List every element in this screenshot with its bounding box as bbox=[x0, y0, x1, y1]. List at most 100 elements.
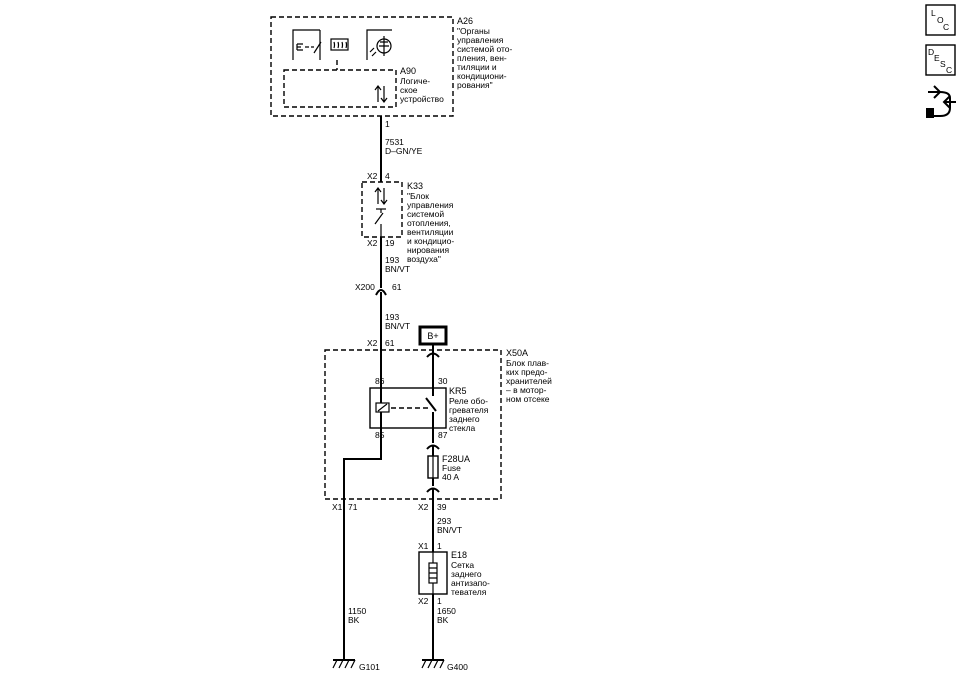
k33-ref: K33 bbox=[407, 181, 423, 191]
bplus-label: B+ bbox=[427, 331, 438, 341]
svg-text:системой: системой bbox=[407, 209, 444, 219]
svg-text:ких предо-: ких предо- bbox=[506, 367, 548, 377]
wire-193b-circuit: 193 bbox=[385, 312, 399, 322]
svg-text:и кондицио-: и кондицио- bbox=[407, 236, 454, 246]
svg-text:нирования: нирования bbox=[407, 245, 449, 255]
desc-icon[interactable]: D E S C bbox=[925, 44, 956, 76]
kr5-pin-30: 30 bbox=[438, 376, 448, 386]
svg-text:заднего: заднего bbox=[451, 569, 482, 579]
x50a-in-pin: 61 bbox=[385, 338, 395, 348]
svg-text:ское: ское bbox=[400, 85, 418, 95]
wire-193a-color: BN/VT bbox=[385, 264, 410, 274]
kr5-relay-body[interactable] bbox=[369, 387, 447, 429]
svg-text:пления, вен-: пления, вен- bbox=[457, 53, 507, 63]
data-link-arrows-icon bbox=[374, 85, 388, 103]
x200-conn: X200 bbox=[355, 282, 375, 292]
svg-text:гревателя: гревателя bbox=[449, 405, 489, 415]
svg-text:Сетка: Сетка bbox=[451, 560, 474, 570]
g101-ref: G101 bbox=[359, 662, 380, 672]
svg-text:тиляции и: тиляции и bbox=[457, 62, 497, 72]
x50a-module-outline bbox=[324, 349, 502, 500]
rear-defrost-icon bbox=[330, 38, 349, 51]
a26-module-outline bbox=[270, 16, 454, 117]
e18-ref: E18 bbox=[451, 550, 467, 560]
f28ua-type: Fuse bbox=[442, 463, 461, 473]
wire-293-circuit: 293 bbox=[437, 516, 451, 526]
wire-1150-circuit: 1150 bbox=[348, 606, 367, 616]
x50a-out2-pin: 39 bbox=[437, 502, 447, 512]
svg-text:ном отсеке: ном отсеке bbox=[506, 394, 550, 404]
a26-ref: A26 bbox=[457, 16, 473, 26]
svg-text:отопления,: отопления, bbox=[407, 218, 451, 228]
g400-ref: G400 bbox=[447, 662, 468, 672]
loc-letter-l: L bbox=[931, 8, 936, 18]
indicator-lamp-icon bbox=[366, 29, 392, 60]
wire-7531-color: D–GN/YE bbox=[385, 146, 423, 156]
svg-text:воздуха": воздуха" bbox=[407, 254, 441, 264]
a90-module-outline bbox=[283, 69, 397, 108]
e18-bot-pin: 1 bbox=[437, 596, 442, 606]
k33-top-conn: X2 bbox=[367, 171, 378, 181]
e18-top-pin: 1 bbox=[437, 541, 442, 551]
kr5-ref: KR5 bbox=[449, 386, 467, 396]
a90-ref: A90 bbox=[400, 66, 416, 76]
desc-letter-d: D bbox=[928, 47, 934, 57]
x200-pin: 61 bbox=[392, 282, 402, 292]
loc-letter-o: O bbox=[937, 15, 944, 25]
f28ua-rating: 40 A bbox=[442, 472, 459, 482]
svg-text:тевателя: тевателя bbox=[451, 587, 487, 597]
svg-text:кондициони-: кондициони- bbox=[457, 71, 507, 81]
svg-text:устройство: устройство bbox=[400, 94, 444, 104]
ground-g101-icon[interactable] bbox=[332, 659, 356, 669]
svg-text:Блок плав-: Блок плав- bbox=[506, 358, 549, 368]
a26-pin: 1 bbox=[385, 119, 390, 129]
x50a-ref: X50A bbox=[506, 348, 528, 358]
relay-contact-icon bbox=[425, 388, 437, 428]
k33-data-arrows-icon bbox=[374, 187, 388, 205]
relay-coil-icon bbox=[375, 402, 390, 413]
k33-bot-pin: 19 bbox=[385, 238, 395, 248]
x200-inline-connector[interactable] bbox=[375, 289, 387, 296]
x50a-in-conn: X2 bbox=[367, 338, 378, 348]
svg-text:антизапо-: антизапо- bbox=[451, 578, 490, 588]
wire-193a-circuit: 193 bbox=[385, 255, 399, 265]
wire-193b-color: BN/VT bbox=[385, 321, 410, 331]
svg-text:управления: управления bbox=[457, 35, 504, 45]
svg-text:Логиче-: Логиче- bbox=[400, 76, 430, 86]
k33-description: "Блок управления системой отопления, вен… bbox=[407, 191, 454, 264]
svg-text:хранителей: хранителей bbox=[506, 376, 552, 386]
x50a-out1-pin: 71 bbox=[348, 502, 358, 512]
fuse-top-connector[interactable] bbox=[426, 444, 440, 450]
kr5-pin-85: 85 bbox=[375, 430, 385, 440]
wire-1650-circuit: 1650 bbox=[437, 606, 456, 616]
fuse-bottom-connector[interactable] bbox=[426, 487, 440, 493]
kr5-pin-86: 86 bbox=[375, 376, 385, 386]
k33-top-pin: 4 bbox=[385, 171, 390, 181]
a90-description: Логиче- ское устройство bbox=[400, 76, 444, 104]
loc-icon[interactable]: L O C bbox=[925, 4, 956, 36]
kr5-pin-87: 87 bbox=[438, 430, 448, 440]
e18-top-conn: X1 bbox=[418, 541, 429, 551]
switch-symbol-icon bbox=[292, 29, 322, 60]
wire-1150[interactable] bbox=[343, 428, 382, 660]
ground-g400-icon[interactable] bbox=[421, 659, 445, 669]
connector-harness-icon[interactable] bbox=[926, 85, 956, 118]
svg-text:рования": рования" bbox=[457, 80, 493, 90]
svg-text:стекла: стекла bbox=[449, 423, 476, 433]
loc-letter-c: C bbox=[943, 22, 949, 32]
svg-text:заднего: заднего bbox=[449, 414, 480, 424]
x50a-out1-conn: X1 bbox=[332, 502, 343, 512]
x50a-out2-conn: X2 bbox=[418, 502, 429, 512]
svg-text:вентиляции: вентиляции bbox=[407, 227, 454, 237]
svg-text:"Блок: "Блок bbox=[407, 191, 429, 201]
wire-1150-color: BK bbox=[348, 615, 360, 625]
k33-bot-conn: X2 bbox=[367, 238, 378, 248]
desc-letter-e: E bbox=[934, 53, 940, 63]
wire-1650-color: BK bbox=[437, 615, 449, 625]
e18-description: Сетка заднего антизапо- тевателя bbox=[451, 560, 490, 597]
svg-text:"Органы: "Органы bbox=[457, 26, 490, 36]
svg-text:– в мотор-: – в мотор- bbox=[506, 385, 547, 395]
kr5-description: Реле обо- гревателя заднего стекла bbox=[449, 396, 489, 433]
desc-letter-s: S bbox=[940, 59, 946, 69]
